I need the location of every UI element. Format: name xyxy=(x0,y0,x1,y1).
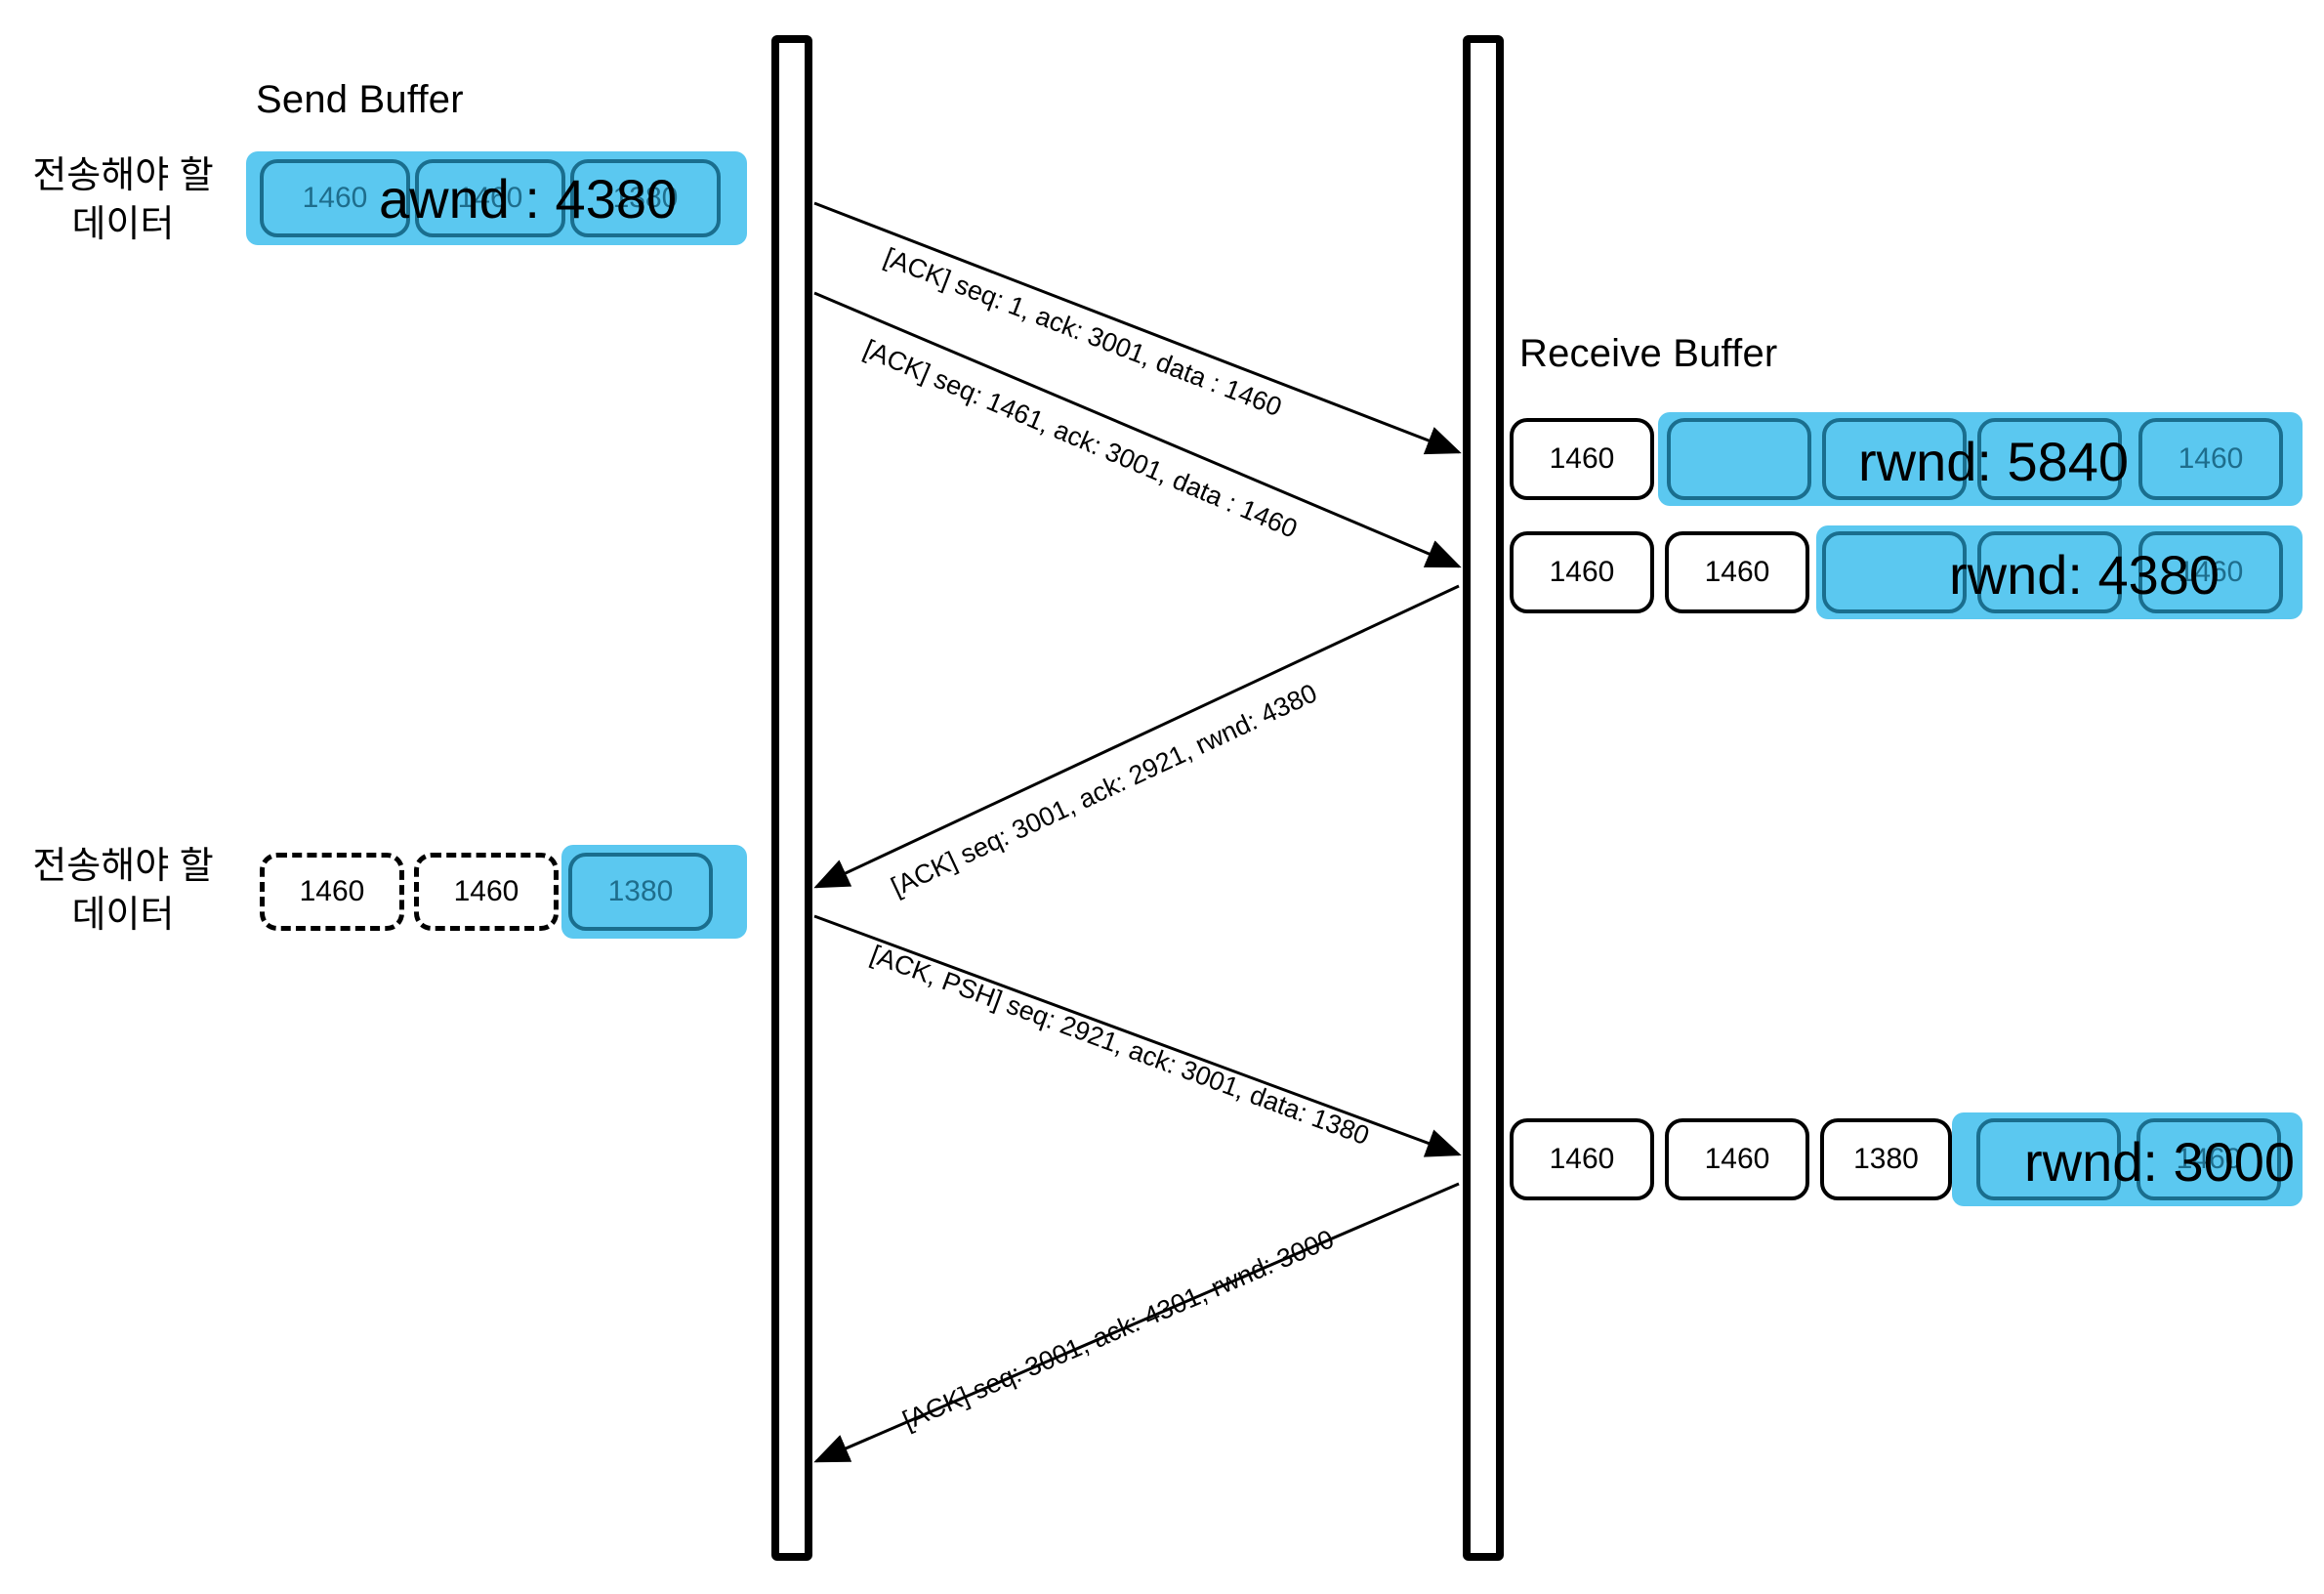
send-cell-6: 1380 xyxy=(568,853,713,931)
rwnd-window-label-1: rwnd: 5840 xyxy=(1858,431,2130,492)
receive-cell-r3-4 xyxy=(1976,1118,2121,1200)
receive-cell-r2-5: 1460 xyxy=(2138,531,2283,613)
receive-buffer-title: Receive Buffer xyxy=(1519,332,1778,375)
receive-cell-r2-1: 1460 xyxy=(1510,531,1654,613)
packet-arrow-2 xyxy=(813,291,1462,568)
receiver-timeline xyxy=(1463,35,1504,1561)
receive-cell-r3-3: 1380 xyxy=(1820,1118,1952,1200)
send-cell-2: 1460 xyxy=(415,159,565,237)
receive-cell-r3-1: 1460 xyxy=(1510,1118,1654,1200)
sender-timeline xyxy=(771,35,812,1561)
awnd-window-label: awnd : 4380 xyxy=(379,168,678,230)
send-cell-5: 1460 xyxy=(414,853,559,931)
send-data-label-1: 전송해야 할 데이터 xyxy=(32,155,214,246)
packet-label-2: [ACK] seq: 1461, ack: 3001, data : 1460 xyxy=(859,334,1302,544)
receive-cell-r2-2: 1460 xyxy=(1665,531,1809,613)
receive-cell-r1-5: 1460 xyxy=(2138,418,2283,500)
packet-label-4: [ACK, PSH] seq: 2921, ack: 3001, data: 1… xyxy=(866,940,1374,1152)
send-cell-1: 1460 xyxy=(260,159,410,237)
send-data-label-2: 전송해야 할 데이터 xyxy=(32,846,214,937)
receive-cell-r3-2: 1460 xyxy=(1665,1118,1809,1200)
packet-label-3: [ACK] seq: 3001, ack: 2921, rwnd: 4380 xyxy=(887,678,1322,902)
receive-cell-r1-4 xyxy=(1977,418,2122,500)
packet-arrow-1 xyxy=(813,201,1462,455)
rwnd-window-label-3: rwnd: 3000 xyxy=(2024,1131,2296,1193)
receive-cell-r1-3 xyxy=(1822,418,1967,500)
receive-cell-r1-1: 1460 xyxy=(1510,418,1654,500)
packet-arrow-3 xyxy=(813,584,1460,889)
receive-cell-r3-5: 1460 xyxy=(2137,1118,2281,1200)
packet-label-5: [ACK] seq: 3001, ack: 4301, rwnd: 3000 xyxy=(898,1224,1339,1436)
send-buffer-title: Send Buffer xyxy=(256,78,464,121)
receive-cell-r2-3 xyxy=(1822,531,1967,613)
receive-cell-r2-4 xyxy=(1977,531,2122,613)
send-cell-4: 1460 xyxy=(260,853,404,931)
receive-cell-r1-2 xyxy=(1667,418,1811,500)
send-cell-3: 1380 xyxy=(570,159,721,237)
rwnd-window-label-2: rwnd: 4380 xyxy=(1949,544,2220,606)
